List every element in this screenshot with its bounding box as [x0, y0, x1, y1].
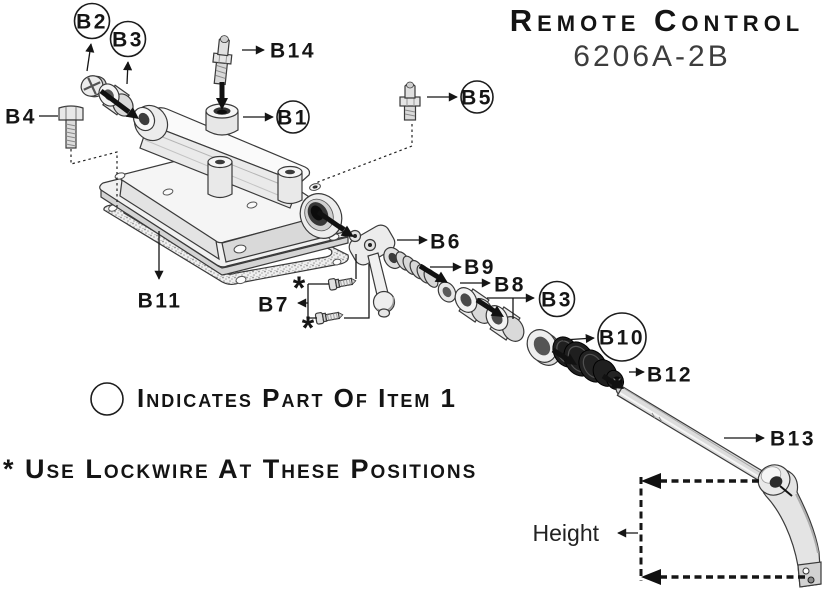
handle-bracket-illustration	[757, 464, 822, 588]
clevis-illustration	[348, 224, 403, 318]
small-washer-illustration	[437, 281, 457, 303]
callout-label-b13: B13	[770, 428, 816, 451]
leader-lines	[39, 43, 765, 443]
callout-label-b2: B2	[76, 11, 108, 34]
alignment-dotted-lines	[70, 124, 413, 207]
legend-circle-symbol	[90, 382, 124, 416]
callout-label-b1: B1	[277, 107, 309, 130]
assembly-direction-arrows	[99, 82, 624, 389]
diagram-title: Remote Control	[510, 3, 805, 38]
callout-label-b3-top: B3	[112, 29, 144, 52]
callout-label-b10: B10	[599, 327, 645, 350]
lockwire-screws-illustration: * *	[293, 254, 370, 346]
callout-label-b14: B14	[270, 40, 316, 63]
lockwire-asterisk-bottom: *	[302, 310, 315, 346]
callout-circle-b1	[276, 100, 310, 134]
height-label: Height	[533, 520, 600, 546]
spring-illustration	[395, 251, 439, 288]
legend-lockwire-note: * Use Lockwire At These Positions	[3, 454, 477, 484]
legend: Indicates Part Of Item 1 * Use Lockwire …	[3, 382, 477, 484]
b4-bolt-illustration	[58, 105, 84, 149]
lockwire-asterisk-top: *	[293, 270, 306, 306]
b10-washer-illustration	[526, 329, 562, 366]
b14-grease-fitting-illustration	[212, 35, 233, 86]
callout-circle-b5	[460, 80, 494, 114]
callouts: B2 B3 B1 B5 B3 B10 B14 B4 B6 B9 B8 B12 B…	[5, 2, 816, 451]
height-dimension: Height	[533, 473, 806, 585]
b5-grease-fitting-illustration	[399, 81, 421, 121]
callout-label-b9: B9	[464, 256, 496, 279]
housing-illustration	[99, 103, 351, 276]
callout-label-b5: B5	[461, 87, 493, 110]
model-number: 6206A-2B	[573, 40, 730, 73]
callout-label-b8: B8	[494, 274, 526, 297]
callout-label-b7: B7	[258, 294, 290, 317]
callout-label-b11: B11	[138, 290, 183, 313]
callout-circle-b2	[73, 2, 111, 40]
callout-label-b3-mid: B3	[541, 289, 573, 312]
legend-circle-note: Indicates Part Of Item 1	[137, 383, 457, 413]
callout-label-b4: B4	[5, 106, 37, 129]
callout-label-b12: B12	[647, 364, 693, 387]
callout-circle-b10	[597, 312, 647, 362]
title-block: Remote Control 6206A-2B	[510, 3, 805, 73]
callout-circle-b3-top	[109, 20, 147, 58]
callout-label-b6: B6	[430, 231, 462, 254]
rod-illustration	[615, 385, 770, 485]
callout-circle-b3-mid	[538, 280, 576, 318]
